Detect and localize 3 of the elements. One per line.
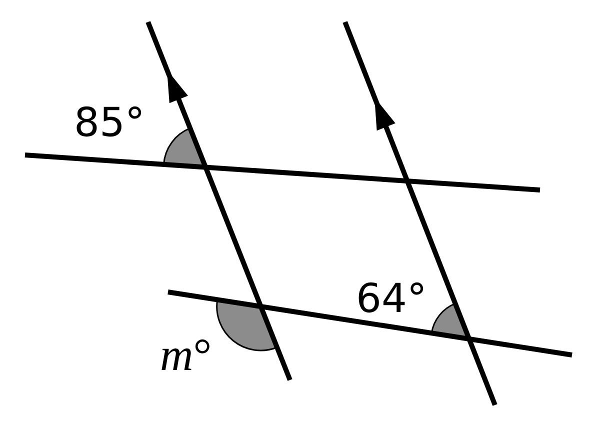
angle-label: 64° [356,279,427,319]
angle-label: m° [160,332,212,378]
angle-label: 85° [74,103,145,143]
